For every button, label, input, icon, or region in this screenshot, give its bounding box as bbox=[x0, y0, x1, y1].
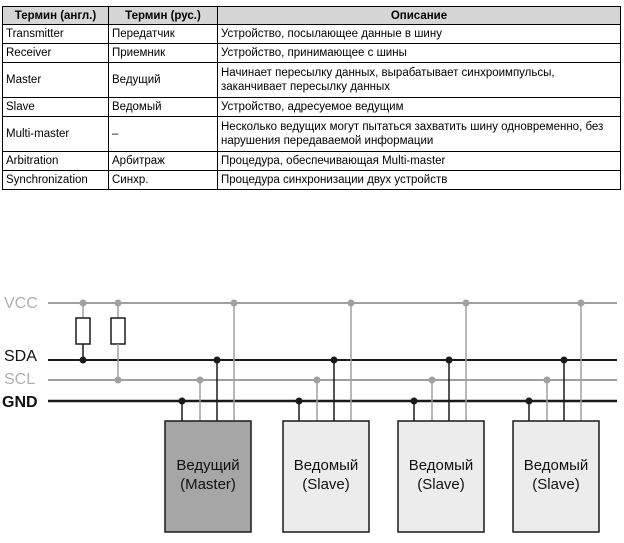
scl-pullup-resistor bbox=[110, 299, 126, 384]
slave-device: Ведомый (Slave) bbox=[512, 299, 600, 533]
term-description: Устройство, адресуемое ведущим bbox=[217, 97, 621, 117]
term-ru: Ведущий bbox=[108, 62, 218, 98]
table-header-row: Термин (англ.) Термин (рус.) Описание bbox=[2, 6, 621, 25]
i2c-bus-diagram: VCC SDA SCL GND Ведущий (Master) bbox=[2, 295, 617, 533]
term-description: Процедура, обеспечивающая Multi-master bbox=[217, 151, 621, 171]
term-ru: Синхр. bbox=[108, 170, 218, 190]
term-ru: Приемник bbox=[108, 43, 218, 63]
device-name: Ведомый bbox=[524, 457, 589, 474]
header-description: Описание bbox=[217, 6, 621, 25]
term-ru: Передатчик bbox=[108, 24, 218, 44]
table-row: Arbitration Арбитраж Процедура, обеспечи… bbox=[2, 151, 621, 171]
device-name: Ведущий bbox=[176, 457, 239, 474]
slave-device: Ведомый (Slave) bbox=[282, 299, 370, 533]
term-en: Multi-master bbox=[2, 116, 109, 152]
table-row: Slave Ведомый Устройство, адресуемое вед… bbox=[2, 97, 621, 117]
term-en: Receiver bbox=[2, 43, 109, 63]
term-en: Transmitter bbox=[2, 24, 109, 44]
table-row: Transmitter Передатчик Устройство, посыл… bbox=[2, 24, 621, 44]
sda-pullup-resistor bbox=[75, 299, 91, 364]
term-en: Slave bbox=[2, 97, 109, 117]
table-row: Multi-master – Несколько ведущих могут п… bbox=[2, 116, 621, 152]
header-term-ru: Термин (рус.) bbox=[108, 6, 218, 25]
table-row: Receiver Приемник Устройство, принимающе… bbox=[2, 43, 621, 63]
sda-label: SDA bbox=[4, 348, 37, 365]
term-description: Устройство, посылающее данные в шину bbox=[217, 24, 621, 44]
device-name: Ведомый bbox=[294, 457, 359, 474]
term-ru: Арбитраж bbox=[108, 151, 218, 171]
gnd-label: GND bbox=[2, 394, 38, 411]
table-row: Synchronization Синхр. Процедура синхрон… bbox=[2, 170, 621, 190]
term-ru: Ведомый bbox=[108, 97, 218, 117]
term-description: Несколько ведущих могут пытаться захвати… bbox=[217, 116, 621, 152]
device-name: Ведомый bbox=[409, 457, 474, 474]
master-device: Ведущий (Master) bbox=[164, 299, 252, 533]
terms-table: Термин (англ.) Термин (рус.) Описание Tr… bbox=[2, 6, 621, 190]
term-en: Arbitration bbox=[2, 151, 109, 171]
term-en: Master bbox=[2, 62, 109, 98]
device-role: (Slave) bbox=[532, 476, 580, 493]
term-description: Устройство, принимающее с шины bbox=[217, 43, 621, 63]
term-description: Начинает пересылку данных, вырабатывает … bbox=[217, 62, 621, 98]
device-role: (Slave) bbox=[417, 476, 465, 493]
device-role: (Master) bbox=[180, 476, 236, 493]
scl-label: SCL bbox=[4, 371, 35, 388]
vcc-label: VCC bbox=[4, 295, 38, 312]
term-description: Процедура синхронизации двух устройств bbox=[217, 170, 621, 190]
header-term-en: Термин (англ.) bbox=[2, 6, 109, 25]
device-role: (Slave) bbox=[302, 476, 350, 493]
term-en: Synchronization bbox=[2, 170, 109, 190]
term-ru: – bbox=[108, 116, 218, 152]
slave-device: Ведомый (Slave) bbox=[397, 299, 485, 533]
table-row: Master Ведущий Начинает пересылку данных… bbox=[2, 62, 621, 98]
